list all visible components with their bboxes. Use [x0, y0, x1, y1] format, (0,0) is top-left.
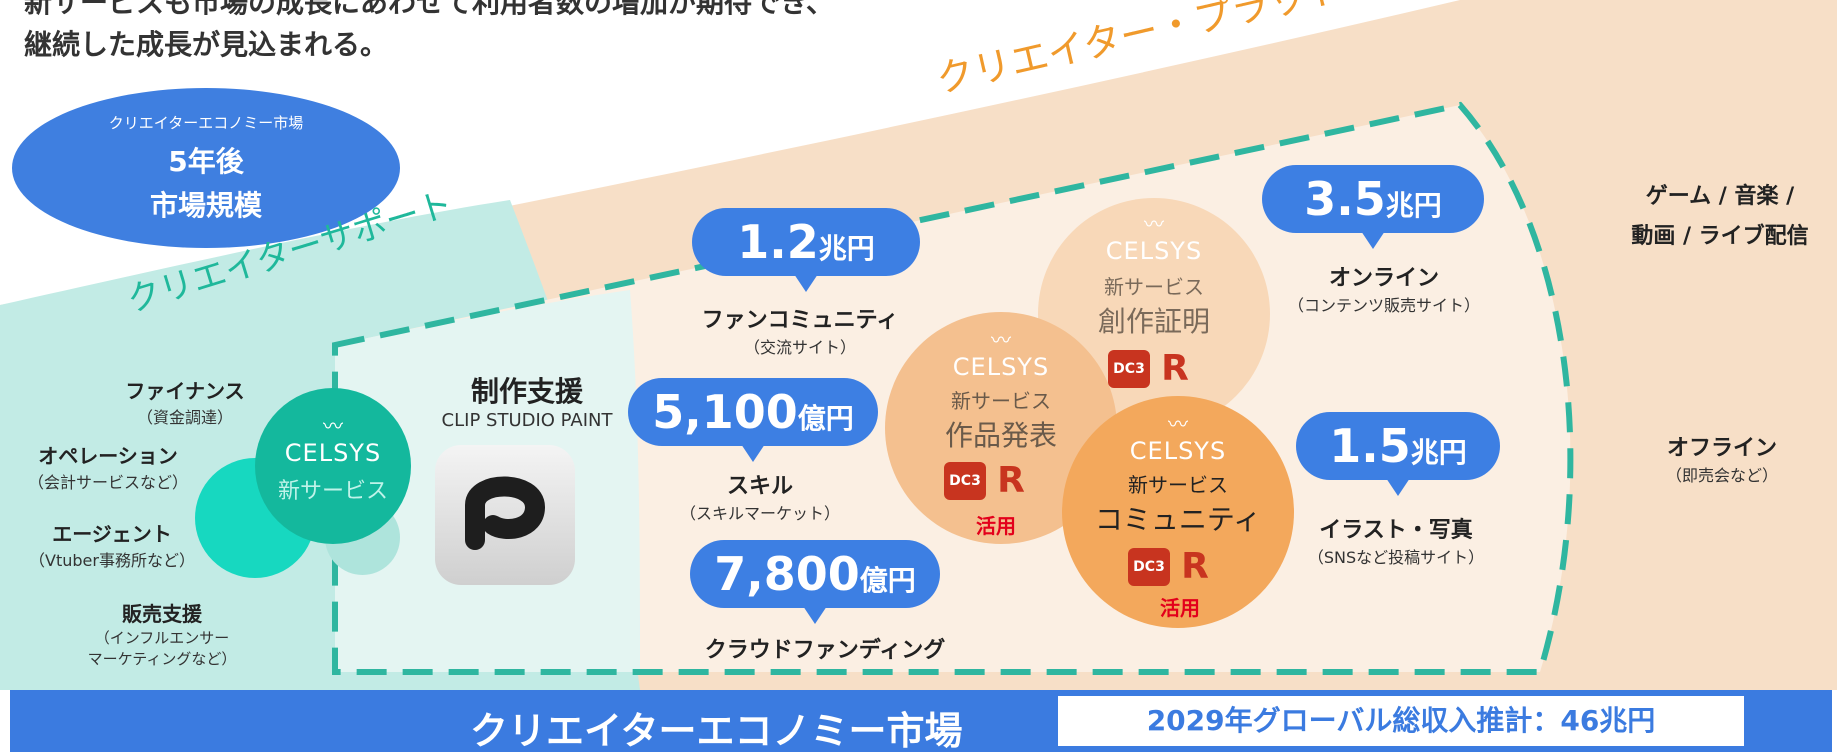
fan-value: 1.2 — [737, 215, 819, 269]
bubble-fan-value: 1.2兆円 — [692, 208, 920, 292]
production-support: 制作支援 CLIP STUDIO PAINT — [442, 370, 613, 431]
production-app-name: CLIP STUDIO PAINT — [441, 410, 613, 431]
category-offline: オフライン （即売会など） — [1666, 430, 1778, 486]
service-works-circle: 〰 CELSYS 新サービス 作品発表 — [885, 312, 1117, 544]
support-sales: 販売支援 （インフルエンサー マーケティングなど） — [88, 598, 237, 669]
skill-title: スキル — [726, 474, 794, 499]
media-line-2: 動画 / ライブ配信 — [1631, 224, 1809, 249]
fan-title: ファンコミュニティ — [701, 308, 899, 333]
market-size-oval: クリエイターエコノミー市場 5年後 市場規模 — [12, 88, 400, 248]
online-unit: 兆円 — [1385, 189, 1442, 222]
support-sales-sub-2: マーケティングなど） — [87, 650, 237, 668]
skill-sub: （スキルマーケット） — [679, 504, 841, 523]
headline-line-2: 継続した成長が見込まれる。 — [24, 28, 389, 61]
illust-sub: （SNSなど投稿サイト） — [1307, 548, 1485, 567]
celsys-support-circle: 〰 CELSYS 新サービス — [255, 388, 411, 544]
oval-label: クリエイターエコノミー市場 — [108, 114, 304, 132]
bubble-crowd-value: 7,800億円 — [690, 540, 940, 624]
headline: 新サービスも市場の成長にあわせて利用者数の増加が期待でき、 継続した成長が見込ま… — [24, 0, 834, 66]
proof-wave-icon: 〰 — [1144, 212, 1164, 236]
support-operation: オペレーション （会計サービスなど） — [28, 440, 188, 493]
support-agent-title: エージェント — [52, 522, 172, 546]
footer-title: クリエイターエコノミー市場 — [470, 709, 963, 753]
category-illust: イラスト・写真 （SNSなど投稿サイト） — [1308, 512, 1484, 568]
support-operation-sub: （会計サービスなど） — [27, 473, 189, 492]
support-sales-title: 販売支援 — [122, 602, 202, 626]
skill-unit: 億円 — [797, 402, 854, 435]
support-agent: エージェント （Vtuber事務所など） — [29, 518, 195, 571]
dc3-badge-proof: DC3 — [1108, 350, 1150, 388]
community-name: コミュニティ — [1094, 503, 1262, 536]
celsys-service: 新サービス — [277, 479, 388, 504]
fan-unit: 兆円 — [818, 232, 875, 265]
community-usage-note: 活用 — [1160, 596, 1200, 620]
media-line-1: ゲーム / 音楽 / — [1645, 184, 1795, 209]
r-badge-community: R — [1181, 546, 1209, 587]
proof-name: 創作証明 — [1097, 305, 1210, 338]
footer-estimate: 2029年グローバル総収入推計：46兆円 — [1058, 696, 1744, 746]
crowd-unit: 億円 — [859, 564, 916, 597]
works-kind: 新サービス — [951, 389, 1051, 413]
support-finance-sub: （資金調達） — [136, 408, 234, 427]
wave-icon: 〰 — [323, 414, 343, 438]
production-title: 制作支援 — [470, 375, 584, 408]
dc3-badge-works: DC3 — [944, 462, 986, 500]
offline-sub: （即売会など） — [1665, 466, 1779, 485]
support-operation-title: オペレーション — [38, 444, 178, 468]
r-badge-works: R — [997, 460, 1025, 501]
proof-kind: 新サービス — [1104, 275, 1204, 299]
dc3-badge-community: DC3 — [1128, 548, 1170, 586]
illust-unit: 兆円 — [1410, 436, 1467, 469]
oval-years: 5年後 — [168, 145, 244, 178]
category-fan: ファンコミュニティ （交流サイト） — [702, 302, 899, 358]
category-online: オンライン （コンテンツ販売サイト） — [1288, 260, 1480, 316]
community-kind: 新サービス — [1128, 473, 1228, 497]
r-badge-proof: R — [1161, 348, 1189, 389]
community-brand: CELSYS — [1129, 437, 1227, 465]
category-crowd: クラウドファンディング — [705, 632, 945, 664]
bubble-skill-value: 5,100億円 — [628, 378, 878, 462]
works-brand: CELSYS — [952, 353, 1050, 381]
skill-value: 5,100 — [652, 385, 798, 439]
oval-market-size: 市場規模 — [149, 189, 262, 222]
bubble-illust-value: 1.5兆円 — [1296, 412, 1500, 496]
works-wave-icon: 〰 — [991, 328, 1011, 352]
support-finance-title: ファイナンス — [125, 379, 245, 403]
works-usage-note: 活用 — [976, 514, 1016, 538]
celsys-brand: CELSYS — [284, 439, 382, 467]
online-title: オンライン — [1328, 266, 1440, 291]
crowd-value: 7,800 — [714, 547, 860, 601]
offline-title: オフライン — [1666, 436, 1778, 461]
illust-title: イラスト・写真 — [1319, 518, 1473, 543]
service-community-circle: 〰 CELSYS 新サービス コミュニティ — [1062, 396, 1294, 628]
illust-value: 1.5 — [1329, 419, 1411, 473]
support-finance: ファイナンス （資金調達） — [125, 375, 244, 428]
crowd-title: クラウドファンディング — [704, 638, 946, 663]
category-media: ゲーム / 音楽 / 動画 / ライブ配信 — [1631, 178, 1808, 250]
support-agent-sub: （Vtuber事務所など） — [29, 551, 195, 570]
category-skill: スキル （スキルマーケット） — [680, 468, 840, 524]
proof-brand: CELSYS — [1105, 237, 1203, 265]
clip-studio-app-icon — [435, 445, 575, 585]
support-sales-sub-1: （インフルエンサー — [94, 629, 230, 647]
fan-sub: （交流サイト） — [743, 338, 856, 357]
online-sub: （コンテンツ販売サイト） — [1287, 296, 1481, 315]
works-name: 作品発表 — [944, 419, 1057, 452]
online-value: 3.5 — [1304, 172, 1386, 226]
bubble-online-value: 3.5兆円 — [1262, 165, 1484, 249]
headline-line-1: 新サービスも市場の成長にあわせて利用者数の増加が期待でき、 — [24, 0, 835, 19]
community-wave-icon: 〰 — [1168, 412, 1188, 436]
clip-studio-logo-icon — [465, 476, 546, 550]
